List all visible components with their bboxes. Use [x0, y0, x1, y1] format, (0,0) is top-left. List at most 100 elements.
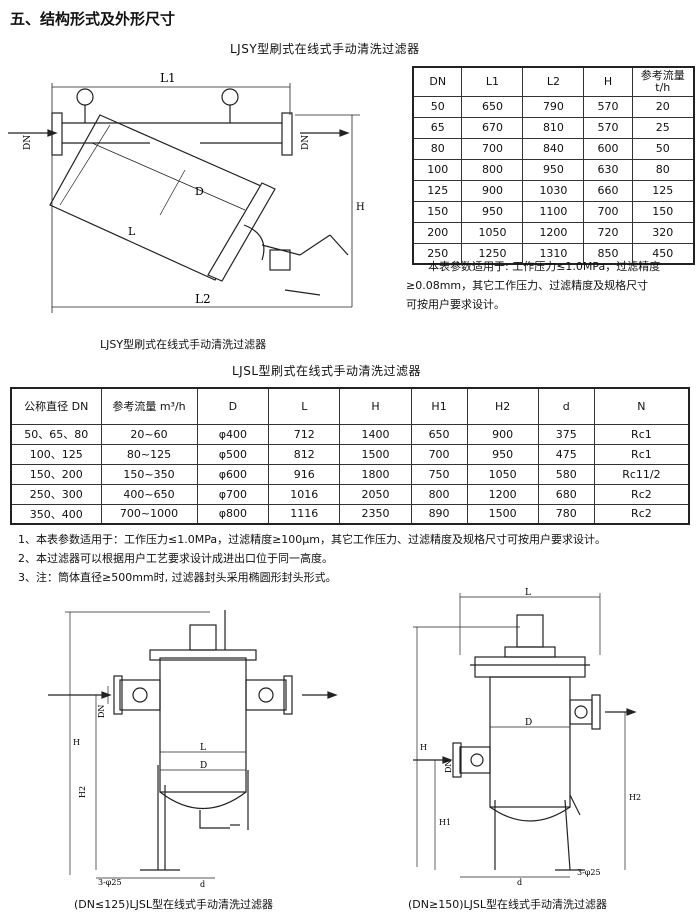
ljsy-dim-dn-left: DN: [23, 135, 33, 150]
ljsy-dim-dn-right: DN: [301, 135, 311, 150]
table-cell: 916: [268, 463, 341, 485]
table-cell: 1200: [522, 221, 585, 244]
table-cell: 400~650: [100, 483, 198, 505]
header-cell: 参考流量 m³/h: [100, 387, 198, 425]
note-line: 可按用户要求设计。: [406, 298, 505, 311]
ljsl-left-dim-h2: H2: [78, 786, 87, 798]
note-line: 1、本表参数适用于：工作压力≤1.0MPa，过滤精度≥100μm，其它工作压力、…: [18, 533, 607, 546]
ljsl-title: LJSL型刷式在线式手动清洗过滤器: [232, 364, 422, 378]
note-line: 本表参数适用于: 工作压力≤1.0MPa，过滤精度: [428, 260, 661, 273]
table-cell: 320: [631, 221, 695, 244]
table-cell: 630: [583, 158, 633, 181]
table-cell: 375: [537, 423, 595, 445]
ljsy-note: 本表参数适用于: 工作压力≤1.0MPa，过滤精度 ≥0.08mm，其它工作压力…: [406, 257, 698, 314]
table-cell: 660: [583, 179, 633, 202]
ljsl-caption-right: (DN≥150)LJSL型在线式手动清洗过滤器: [408, 898, 607, 911]
note-line: 3、注：筒体直径≥500mm时, 过滤器封头采用椭圆形封头形式。: [18, 571, 337, 584]
table-cell: 950: [461, 200, 524, 223]
table-cell: 25: [631, 116, 695, 139]
section-title: 五、结构形式及外形尺寸: [10, 10, 176, 28]
table-cell: 125: [631, 179, 695, 202]
table-cell: 720: [583, 221, 633, 244]
table-cell: 125: [412, 179, 463, 202]
table-cell: 712: [268, 423, 341, 445]
ljsl-left-dim-dd: d: [200, 880, 205, 889]
ljsl-right-holes: 3-φ25: [577, 868, 601, 877]
table-cell: 570: [583, 116, 633, 139]
table-cell: 850: [583, 242, 633, 265]
table-cell: Rc2: [593, 483, 690, 505]
table-cell: 1050: [466, 463, 539, 485]
table-cell: 670: [461, 116, 524, 139]
ljsy-caption: LJSY型刷式在线式手动清洗过滤器: [100, 338, 267, 351]
ljsl-right-dim-l: L: [525, 588, 531, 598]
note-line: ≥0.08mm，其它工作压力、过滤精度及规格尺寸: [406, 279, 649, 292]
table-cell: 1016: [268, 483, 341, 505]
table-cell: 650: [461, 95, 524, 118]
header-cell: 参考流量 t/h: [631, 66, 695, 97]
table-cell: 780: [537, 503, 595, 525]
table-cell: 700: [583, 200, 633, 223]
table-cell: 680: [537, 483, 595, 505]
table-cell: 20: [631, 95, 695, 118]
table-cell: 570: [583, 95, 633, 118]
table-cell: 1050: [461, 221, 524, 244]
table-cell: 650: [410, 423, 468, 445]
table-cell: 1310: [522, 242, 585, 265]
table-cell: φ600: [196, 463, 270, 485]
table-cell: 450: [631, 242, 695, 265]
table-cell: 700: [410, 443, 468, 465]
table-cell: 80: [412, 137, 463, 160]
table-header-row: DN L1 L2 H 参考流量 t/h: [412, 66, 695, 97]
table-cell: 812: [268, 443, 341, 465]
table-cell: φ500: [196, 443, 270, 465]
table-cell: 1500: [466, 503, 539, 525]
table-cell: 50、65、80: [10, 423, 102, 445]
table-cell: 1500: [339, 443, 412, 465]
table-cell: 890: [410, 503, 468, 525]
ljsl-right-dim-dn: DN: [444, 760, 453, 773]
ljsl-left-dim-h: H: [73, 738, 80, 747]
table-cell: 80: [631, 158, 695, 181]
table-cell: 2350: [339, 503, 412, 525]
table-cell: 810: [522, 116, 585, 139]
table-cell: 150、200: [10, 463, 102, 485]
header-cell: L: [268, 387, 341, 425]
ljsl-left-holes: 3-φ25: [98, 878, 122, 887]
table-cell: 900: [461, 179, 524, 202]
table-cell: 840: [522, 137, 585, 160]
table-cell: 2050: [339, 483, 412, 505]
ljsl-right-dim-dd: d: [517, 878, 522, 887]
table-cell: 150~350: [100, 463, 198, 485]
table-header-row: 公称直径 DN 参考流量 m³/h D L H H1 H2 d N: [10, 387, 690, 425]
ljsl-right-dim-d: D: [525, 718, 532, 728]
ljsl-right-drawing: L H H1 H2 DN D 3-φ25 d: [413, 588, 641, 887]
table-cell: 350、400: [10, 503, 102, 525]
ljsy-title: LJSY型刷式在线式手动清洗过滤器: [230, 42, 420, 56]
table-cell: 580: [537, 463, 595, 485]
table-cell: Rc1: [593, 443, 690, 465]
table-cell: 50: [631, 137, 695, 160]
ljsl-left-dim-l: L: [200, 743, 206, 753]
table-cell: 150: [631, 200, 695, 223]
header-cell: H: [339, 387, 412, 425]
table-cell: Rc2: [593, 503, 690, 525]
table-cell: 1030: [522, 179, 585, 202]
table-cell: 1400: [339, 423, 412, 445]
ljsy-dim-l2: L2: [195, 292, 211, 306]
table-cell: 20~60: [100, 423, 198, 445]
header-cell: d: [537, 387, 595, 425]
table-cell: φ800: [196, 503, 270, 525]
header-cell: DN: [412, 66, 463, 97]
table-cell: 100: [412, 158, 463, 181]
header-cell: N: [593, 387, 690, 425]
